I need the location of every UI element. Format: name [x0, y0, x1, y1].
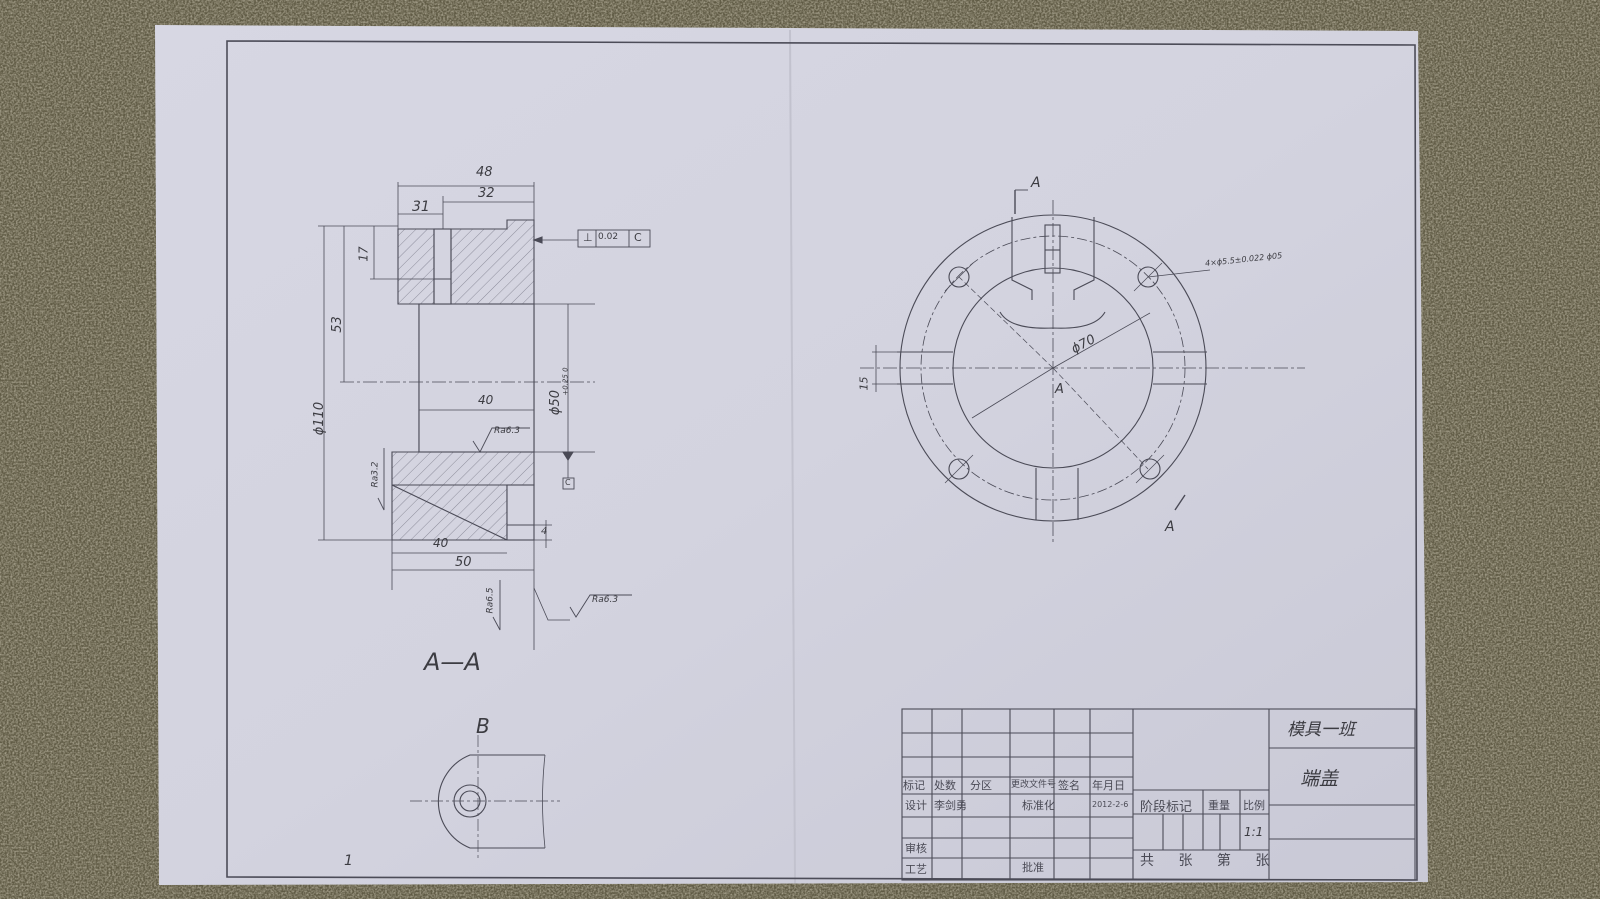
detail-label-b: B [476, 714, 490, 738]
title-scale: 1:1 [1244, 825, 1264, 839]
tb-process: 工艺 [905, 863, 927, 876]
tb-cell-5: 签名 [1058, 779, 1080, 792]
title-class-name: 模具一班 [1287, 720, 1355, 740]
tb-standard: 标准化 [1022, 799, 1055, 812]
plan-view [860, 189, 1305, 545]
dim-15: 15 [857, 376, 871, 391]
tb-date: 2012-2-6 [1092, 800, 1129, 809]
tol-symbol: ⊥ [583, 231, 593, 244]
tb-cell-4: 更改文件号 [1011, 780, 1057, 790]
roughness-label-1: Ra6.3 [494, 426, 521, 436]
tb-cell-1: 标记 [903, 779, 925, 792]
dim-31: 31 [412, 199, 430, 215]
tb-sheets: 共 张 第 张 [1140, 853, 1280, 869]
dim-17: 17 [356, 246, 371, 262]
tb-cell-2: 处数 [934, 779, 956, 792]
section-mark-top: A [1031, 175, 1041, 191]
datum-box-label: C [565, 478, 571, 487]
dim-phi110: ϕ110 [312, 401, 328, 436]
detail-view-b [410, 735, 560, 860]
dim-48: 48 [476, 165, 493, 180]
tb-approve: 批准 [1022, 861, 1044, 874]
tol-value: 0.02 [598, 232, 619, 242]
tb-cell-3: 分区 [970, 779, 992, 792]
tol-datum: C [634, 231, 642, 244]
roughness-label-4: Ra6.3 [592, 595, 619, 605]
title-part-name: 端盖 [1300, 768, 1339, 790]
dim-50: 50 [455, 555, 472, 570]
title-block-lines [901, 708, 1416, 881]
drawing-border [226, 40, 1418, 881]
dim-4: 4 [541, 526, 548, 537]
dim-53: 53 [329, 316, 345, 333]
dim-32: 32 [478, 186, 495, 201]
dim-40-bottom: 40 [433, 536, 449, 550]
section-mark-bottom: A [1165, 519, 1175, 535]
tb-stage-mark: 阶段标记 [1140, 800, 1193, 815]
tb-scale-header: 比例 [1243, 799, 1265, 812]
dim-40-inner: 40 [478, 393, 494, 407]
roughness-label-3: Ra6.5 [485, 587, 496, 614]
tb-weight: 重量 [1208, 799, 1230, 812]
section-label-aa: A—A [424, 648, 481, 676]
section-view-aa [318, 182, 651, 650]
dim-phi50-tol: +0.25 0 [561, 367, 570, 396]
sheet-mark: 1 [344, 853, 353, 869]
tb-cell-6: 年月日 [1092, 779, 1125, 792]
tb-review: 审核 [905, 842, 927, 855]
dim-phi50: ϕ50 [548, 389, 564, 416]
center-label: A [1055, 382, 1064, 397]
paper-fold [789, 29, 796, 884]
roughness-label-2: Ra3.2 [370, 461, 381, 488]
tb-designer: 李剑勇 [934, 799, 967, 812]
tb-design: 设计 [905, 799, 927, 812]
